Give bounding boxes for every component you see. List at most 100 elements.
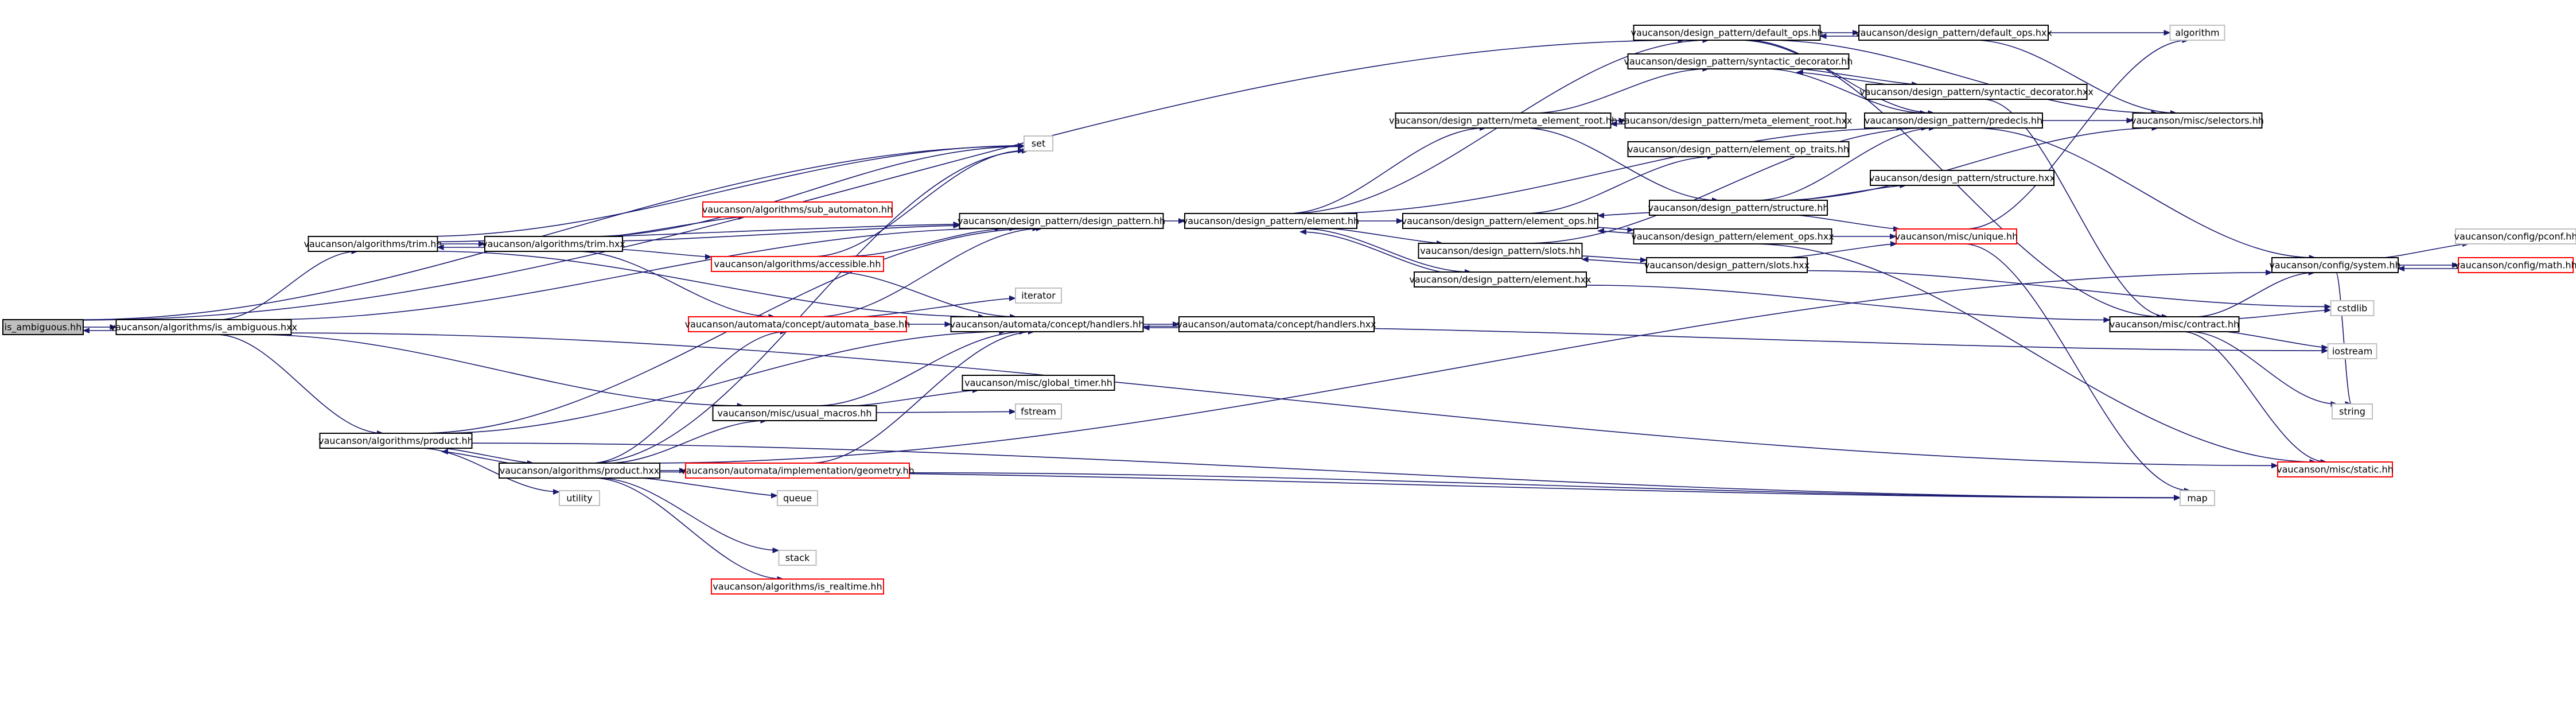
node-dp-slots-hh[interactable]: vaucanson/design_pattern/slots.hh <box>1418 243 1583 259</box>
node-set[interactable]: set <box>1024 135 1053 152</box>
node-misc-usual-macros-hh[interactable]: vaucanson/misc/usual_macros.hh <box>712 405 877 421</box>
node-box[interactable] <box>702 201 893 217</box>
node-box[interactable] <box>959 213 1164 229</box>
node-dp-syntactic-decorator-hh[interactable]: vaucanson/design_pattern/syntactic_decor… <box>1624 53 1853 69</box>
node-aut-handlers-hh[interactable]: vaucanson/automata/concept/handlers.hh <box>950 316 1145 332</box>
node-dp-design-pattern-hh[interactable]: vaucanson/design_pattern/design_pattern.… <box>958 213 1165 229</box>
node-dp-element-ops-hxx[interactable]: vaucanson/design_pattern/element_ops.hxx <box>1631 228 1834 244</box>
node-box[interactable] <box>1633 228 1832 244</box>
node-box[interactable] <box>1024 135 1053 152</box>
node-box[interactable] <box>2180 490 2215 506</box>
node-box[interactable] <box>499 463 660 479</box>
node-aut-impl-geometry-hh[interactable]: vaucanson/automata/implementation/geomet… <box>680 463 915 479</box>
node-box[interactable] <box>777 490 818 506</box>
node-alg-is-ambiguous-hxx[interactable]: vaucanson/algorithms/is_ambiguous.hxx <box>110 319 297 335</box>
node-map[interactable]: map <box>2180 490 2215 506</box>
node-iostream[interactable]: iostream <box>2327 343 2377 359</box>
node-box[interactable] <box>2169 25 2225 41</box>
node-box[interactable] <box>1015 288 1062 304</box>
node-fstream[interactable]: fstream <box>1015 403 1062 420</box>
node-config-pconf-hh[interactable]: vaucanson/config/pconf.hh <box>2454 228 2576 244</box>
node-box[interactable] <box>319 433 473 449</box>
node-alg-product-hxx[interactable]: vaucanson/algorithms/product.hxx <box>499 463 660 479</box>
node-dp-predecls-hh[interactable]: vaucanson/design_pattern/predecls.hh <box>1864 112 2043 129</box>
node-box[interactable] <box>2271 257 2399 273</box>
node-box[interactable] <box>115 319 292 335</box>
node-misc-global-timer-hh[interactable]: vaucanson/misc/global_timer.hh <box>962 375 1115 391</box>
node-box[interactable] <box>2109 316 2240 332</box>
node-dp-structure-hh[interactable]: vaucanson/design_pattern/structure.hh <box>1648 200 1829 216</box>
node-is-ambiguous-hh[interactable]: is_ambiguous.hh <box>2 319 84 335</box>
node-algorithm[interactable]: algorithm <box>2169 25 2225 41</box>
node-config-system-hh[interactable]: vaucanson/config/system.hh <box>2269 257 2401 273</box>
node-box[interactable] <box>484 236 623 252</box>
node-config-math-hh[interactable]: vaucanson/config/math.hh <box>2454 257 2576 273</box>
node-alg-product-hh[interactable]: vaucanson/algorithms/product.hh <box>318 433 473 449</box>
node-alg-sub-automaton-hh[interactable]: vaucanson/algorithms/sub_automaton.hh <box>702 201 893 217</box>
node-dp-structure-hxx[interactable]: vaucanson/design_pattern/structure.hxx <box>1869 170 2055 186</box>
node-box[interactable] <box>2132 112 2263 129</box>
node-box[interactable] <box>685 463 910 479</box>
node-box[interactable] <box>1649 200 1828 216</box>
node-dp-syntactic-decorator-hxx[interactable]: vaucanson/design_pattern/syntactic_decor… <box>1859 84 2094 100</box>
node-box[interactable] <box>559 490 600 506</box>
node-dp-slots-hxx[interactable]: vaucanson/design_pattern/slots.hxx <box>1644 257 1810 273</box>
node-utility[interactable]: utility <box>559 490 600 506</box>
node-box[interactable] <box>711 256 884 272</box>
node-iterator[interactable]: iterator <box>1015 288 1062 304</box>
node-misc-selectors-hh[interactable]: vaucanson/misc/selectors.hh <box>2131 112 2264 129</box>
node-dp-element-op-traits-hh[interactable]: vaucanson/design_pattern/element_op_trai… <box>1627 141 1850 157</box>
node-alg-is-realtime-hh[interactable]: vaucanson/algorithms/is_realtime.hh <box>711 578 884 595</box>
node-box[interactable] <box>1865 84 2088 100</box>
node-box[interactable] <box>1864 112 2043 129</box>
node-box[interactable] <box>2327 343 2377 359</box>
node-box[interactable] <box>1646 257 1808 273</box>
node-box[interactable] <box>1395 112 1612 129</box>
node-alg-trim-hxx[interactable]: vaucanson/algorithms/trim.hxx <box>482 236 625 252</box>
node-queue[interactable]: queue <box>777 490 818 506</box>
node-box[interactable] <box>1627 53 1850 69</box>
node-box[interactable] <box>1402 213 1598 229</box>
node-box[interactable] <box>2 319 84 335</box>
node-misc-contract-hh[interactable]: vaucanson/misc/contract.hh <box>2109 316 2240 332</box>
node-box[interactable] <box>2332 403 2373 420</box>
node-dp-element-hh[interactable]: vaucanson/design_pattern/element.hh <box>1182 213 1359 229</box>
node-box[interactable] <box>2330 300 2375 316</box>
node-box[interactable] <box>688 316 907 332</box>
node-dp-default-ops-hxx[interactable]: vaucanson/design_pattern/default_ops.hxx <box>1855 25 2052 41</box>
node-misc-static-hh[interactable]: vaucanson/misc/static.hh <box>2277 461 2394 477</box>
node-box[interactable] <box>1858 25 2049 41</box>
node-box[interactable] <box>1633 25 1821 41</box>
node-box[interactable] <box>1178 316 1375 332</box>
node-box[interactable] <box>1870 170 2054 186</box>
node-dp-element-ops-hh[interactable]: vaucanson/design_pattern/element_ops.hh <box>1402 213 1600 229</box>
node-box[interactable] <box>712 405 877 421</box>
node-box[interactable] <box>1627 141 1850 157</box>
node-stack[interactable]: stack <box>778 550 817 566</box>
node-box[interactable] <box>778 550 817 566</box>
node-box[interactable] <box>2277 461 2393 477</box>
node-aut-automata-base-hh[interactable]: vaucanson/automata/concept/automata_base… <box>685 316 910 332</box>
node-alg-accessible-hh[interactable]: vaucanson/algorithms/accessible.hh <box>711 256 884 272</box>
node-box[interactable] <box>1414 271 1587 288</box>
node-box[interactable] <box>950 316 1144 332</box>
node-string[interactable]: string <box>2332 403 2373 420</box>
node-box[interactable] <box>1896 228 2017 244</box>
node-alg-trim-hh[interactable]: vaucanson/algorithms/trim.hh <box>303 236 442 252</box>
node-box[interactable] <box>1015 403 1062 420</box>
node-box[interactable] <box>2455 228 2576 244</box>
node-dp-default-ops-hh[interactable]: vaucanson/design_pattern/default_ops.hh <box>1631 25 1823 41</box>
node-box[interactable] <box>711 578 884 595</box>
node-dp-meta-element-root-hh[interactable]: vaucanson/design_pattern/meta_element_ro… <box>1389 112 1617 129</box>
node-box[interactable] <box>962 375 1115 391</box>
node-box[interactable] <box>1624 112 1847 129</box>
node-box[interactable] <box>1184 213 1357 229</box>
node-box[interactable] <box>2458 257 2574 273</box>
node-box[interactable] <box>1418 243 1583 259</box>
node-box[interactable] <box>308 236 438 252</box>
node-misc-unique-hh[interactable]: vaucanson/misc/unique.hh <box>1895 228 2018 244</box>
node-aut-handlers-hxx[interactable]: vaucanson/automata/concept/handlers.hxx <box>1177 316 1376 332</box>
node-dp-element-hxx[interactable]: vaucanson/design_pattern/element.hxx <box>1409 271 1591 288</box>
node-cstdlib[interactable]: cstdlib <box>2330 300 2375 316</box>
node-dp-meta-element-root-hxx[interactable]: vaucanson/design_pattern/meta_element_ro… <box>1619 112 1853 129</box>
